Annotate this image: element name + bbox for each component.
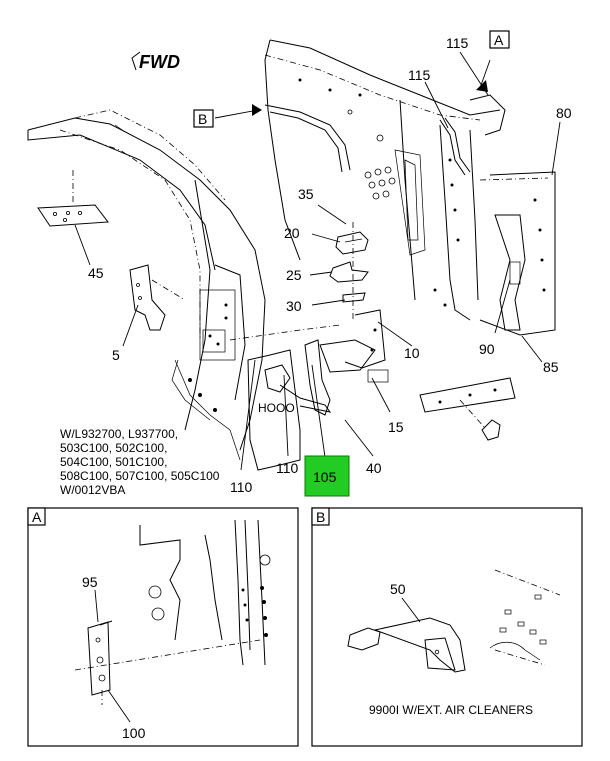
note-line-3: 504C100, 501C100,: [60, 455, 167, 469]
parts-10-15-bracket: [319, 309, 389, 383]
detail-a-callout-95: 95: [82, 574, 98, 590]
callout-5: 5: [112, 347, 120, 363]
detail-a-tag: A: [32, 509, 42, 525]
callout-40: 40: [366, 460, 382, 476]
callout-105-highlight: [304, 455, 350, 497]
main-view: FWD: [27, 30, 572, 497]
fwd-arrow-icon: [131, 51, 141, 71]
callout-25: 25: [286, 267, 302, 283]
callout-10: 10: [404, 345, 420, 361]
callout-115-top: 115: [446, 35, 469, 51]
left-frame-rail: [27, 109, 266, 461]
view-tag-a-box: [489, 30, 510, 49]
detail-b-callout-50: 50: [390, 581, 406, 597]
callout-115-mid: 115: [408, 67, 431, 83]
right-side-panels: [479, 171, 556, 336]
note-line-2: 503C100, 502C100,: [60, 441, 167, 455]
fwd-label: FWD: [139, 52, 180, 72]
view-tag-b-box: [193, 109, 214, 128]
detail-b-panel: B 50 9900I W/EXT. AIR CLEANERS: [311, 507, 583, 747]
callout-110-right: 110: [276, 460, 299, 476]
callout-90: 90: [479, 341, 495, 357]
part-115-seal: [439, 94, 506, 176]
callout-30: 30: [286, 298, 302, 314]
note-line-5: W/0012VBA: [60, 483, 125, 497]
svg-text:HOOO: HOOO: [258, 401, 295, 415]
note-line-4: 508C100, 507C100, 505C100: [60, 469, 220, 483]
part-45-plate: [37, 170, 109, 227]
callout-35: 35: [298, 186, 314, 202]
callout-45: 45: [88, 265, 104, 281]
note-line-1: W/L932700, L937700,: [60, 427, 178, 441]
view-tag-a: A: [494, 32, 504, 48]
parts-20-25-30: [329, 222, 369, 320]
fwd-indicator: FWD: [131, 51, 180, 72]
callout-15: 15: [388, 419, 404, 435]
callout-85: 85: [543, 359, 559, 375]
callout-20: 20: [284, 225, 300, 241]
view-tag-b: B: [198, 111, 207, 127]
air-cleaner-bracket-curve: [264, 104, 351, 173]
leader-lines: [74, 51, 561, 471]
detail-a-callout-100: 100: [122, 725, 146, 741]
callout-105: 105: [313, 469, 337, 485]
part-5-bracket: [129, 264, 186, 331]
callout-labels: 115 115 A B 80 35 20 25 30 45 5 10 15 90…: [88, 30, 572, 497]
callout-80: 80: [556, 105, 572, 121]
callout-110-left: 110: [230, 479, 253, 495]
detail-a-panel: A 95 100: [27, 507, 299, 747]
applicability-note: W/L932700, L937700, 503C100, 502C100, 50…: [60, 427, 220, 497]
part-40-plate: [419, 377, 516, 441]
cab-back-panel: [264, 39, 501, 321]
detail-b-caption: 9900I W/EXT. AIR CLEANERS: [369, 703, 533, 717]
detail-b-tag: B: [316, 509, 325, 525]
